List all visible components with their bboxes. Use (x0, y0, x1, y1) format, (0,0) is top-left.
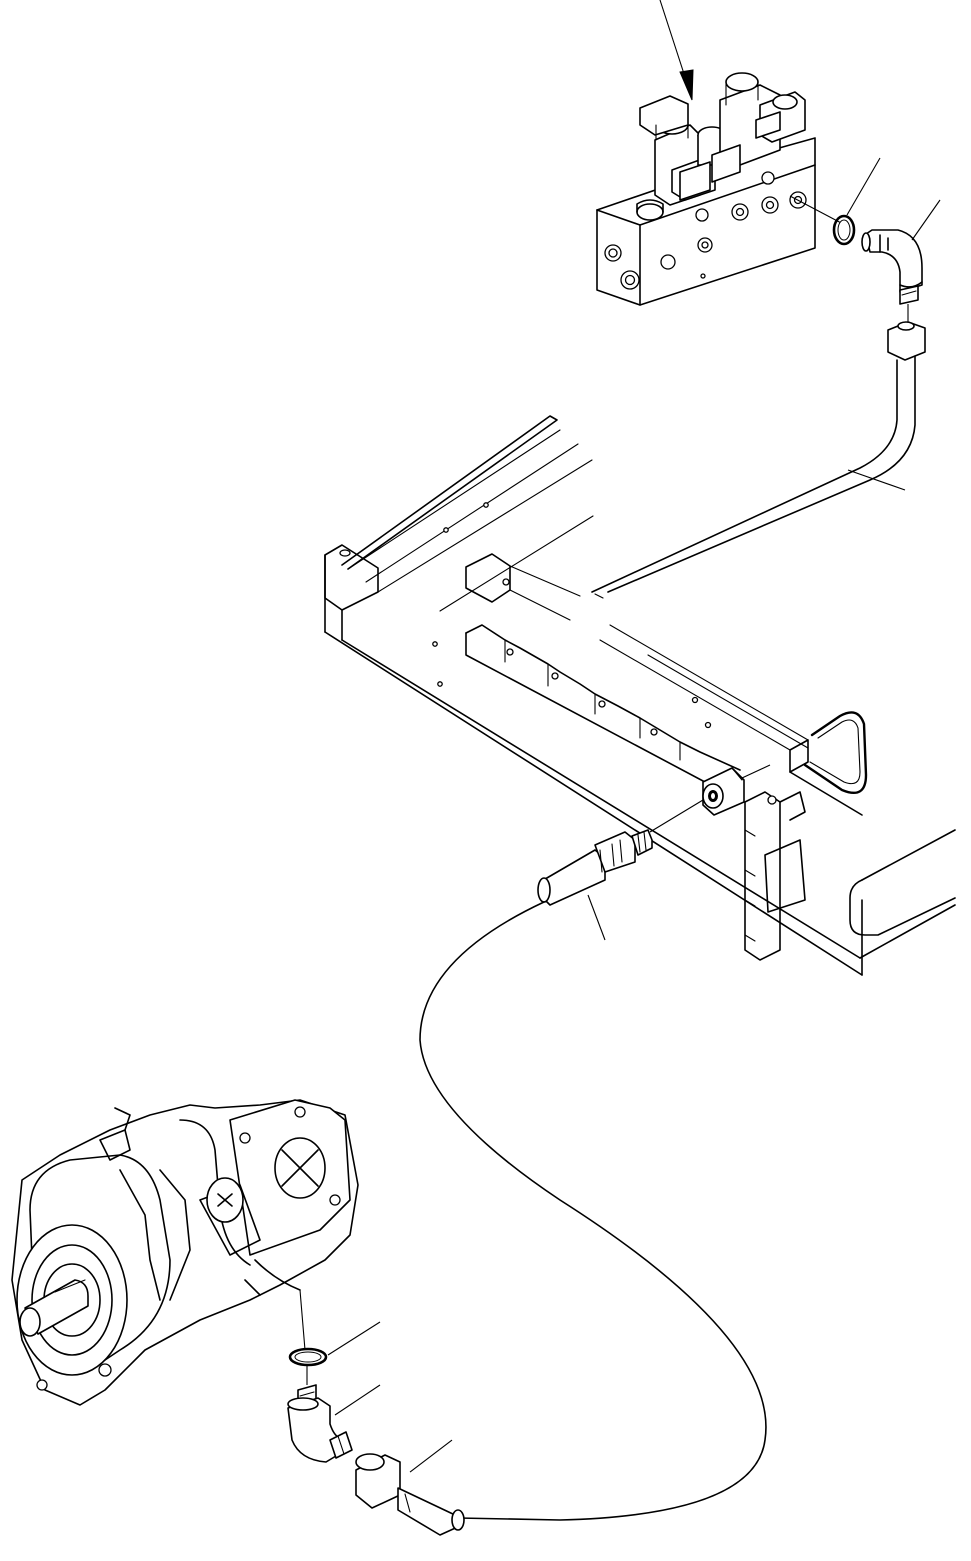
centerline-connector (649, 799, 704, 833)
elbow-upper (861, 229, 923, 305)
centerline-connector-2 (741, 764, 771, 779)
leader-hose-end (409, 1439, 453, 1473)
steel-tube (591, 321, 926, 593)
elbow-lower (287, 1384, 353, 1463)
leader-o-ring-upper (846, 157, 881, 216)
o-ring-lower (288, 1347, 328, 1367)
centerline-lower (299, 1289, 306, 1351)
valve-block (596, 72, 816, 306)
leader-elbow-upper (911, 199, 941, 241)
hydraulic-pump (11, 1099, 359, 1406)
o-ring-upper (832, 214, 856, 246)
frame (324, 415, 956, 976)
leader-hose (587, 894, 606, 941)
hose (419, 829, 767, 1521)
tube-end-break (594, 593, 604, 599)
bulkhead-connector (702, 767, 745, 816)
leader-tube (847, 469, 906, 491)
leader-elbow-lower (334, 1384, 381, 1416)
hose-end-fitting (355, 1453, 465, 1536)
valve-arrow (659, 0, 694, 101)
leader-o-ring-lower (327, 1321, 381, 1356)
